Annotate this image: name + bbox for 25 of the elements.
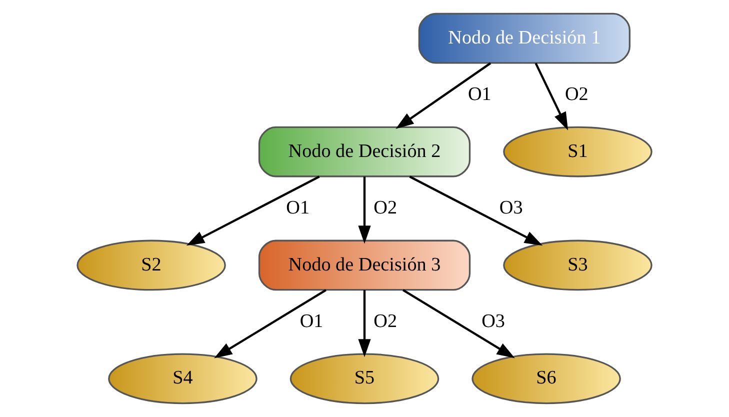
edge-label: O1: [286, 198, 310, 219]
edge-label: O2: [374, 311, 398, 332]
node-ellipse: S2: [76, 240, 226, 291]
node-ellipse: S6: [472, 353, 621, 404]
edge-label: O1: [300, 311, 324, 332]
edge-label: O3: [482, 311, 506, 332]
node-ellipse: S3: [503, 240, 652, 291]
arrow: [396, 62, 492, 129]
arrow: [409, 176, 543, 246]
arrow: [358, 290, 371, 358]
edge-label: O3: [499, 198, 523, 219]
node-box: Nodo de Decisión 2: [258, 126, 471, 178]
arrow: [214, 289, 327, 358]
node-box: Nodo de Decisión 3: [258, 240, 471, 291]
edge-label: O1: [468, 84, 492, 106]
node-ellipse: S4: [108, 353, 258, 404]
node-ellipse: S1: [503, 126, 652, 178]
arrow: [402, 289, 515, 358]
node-box: Nodo de Decisión 1: [418, 12, 630, 64]
arrow: [534, 62, 568, 130]
edge-label: O2: [565, 84, 588, 106]
node-ellipse: S5: [290, 353, 440, 404]
arrow: [358, 176, 371, 244]
edge-label: O2: [374, 198, 398, 219]
arrow: [186, 176, 320, 246]
